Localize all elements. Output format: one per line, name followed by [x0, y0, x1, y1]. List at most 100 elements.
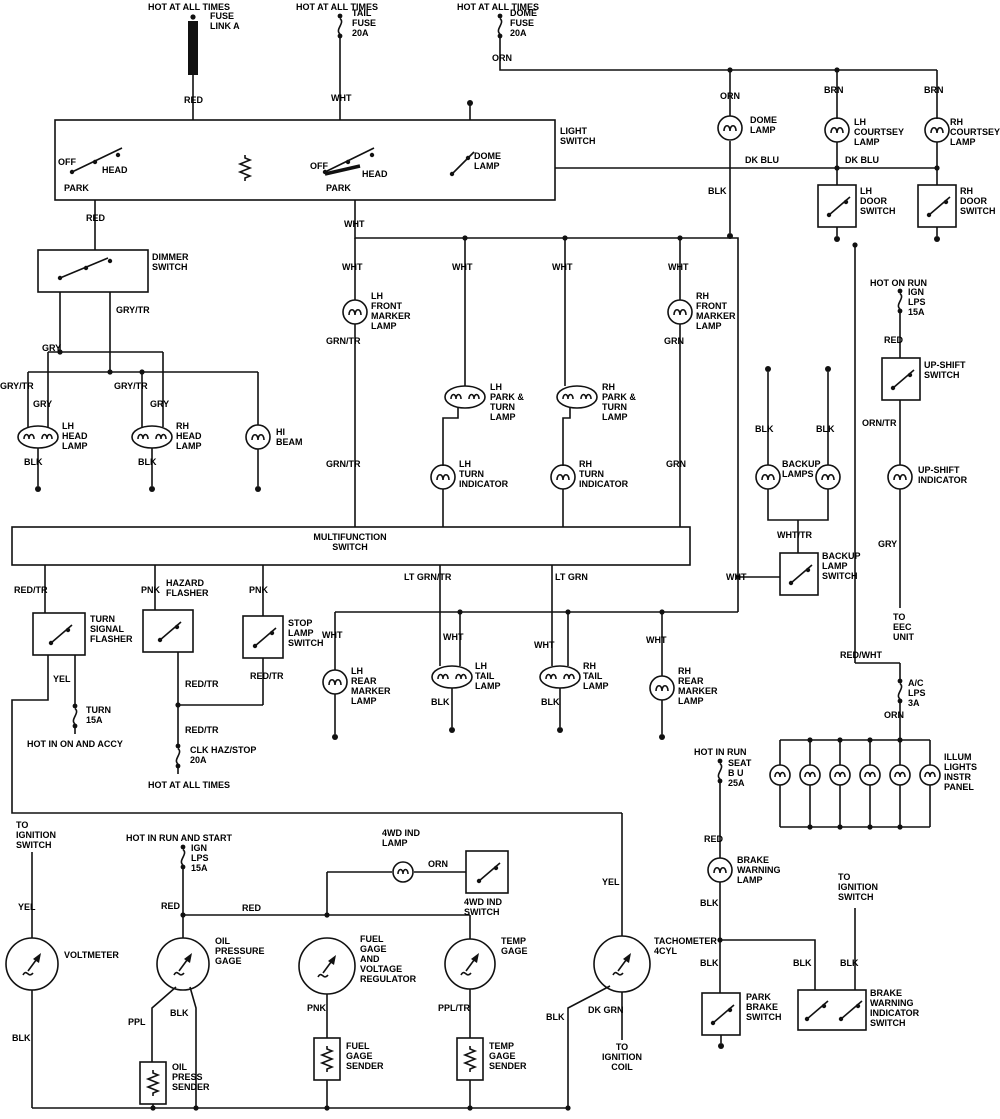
- component-label: LIGHT SWITCH: [560, 126, 596, 147]
- fuse-label: SEAT B U 25A: [728, 758, 752, 789]
- wire-label: LT GRN: [555, 572, 588, 582]
- wire-label: YEL: [602, 877, 620, 887]
- component-label: RH FRONT MARKER LAMP: [696, 291, 736, 332]
- wire-label: LT GRN/TR: [404, 572, 452, 582]
- wire-label: RED/TR: [250, 671, 284, 681]
- front-lamp-circuit: [342, 200, 739, 612]
- component-label: TEMP GAGE: [501, 936, 528, 957]
- upshift-circuit: [881, 287, 921, 608]
- wire-label: BLK: [700, 898, 719, 908]
- wire-label: BLK: [840, 958, 859, 968]
- component-label: TO IGNITION SWITCH: [838, 872, 878, 903]
- component-label: BRAKE WARNING LAMP: [737, 855, 781, 886]
- component-label: RH DOOR SWITCH: [960, 186, 996, 217]
- wire-label: GRY: [878, 539, 898, 549]
- component-label: LH PARK & TURN LAMP: [490, 382, 524, 423]
- wire-label: WHT/TR: [777, 530, 812, 540]
- courtesy-lamps: [555, 117, 950, 185]
- component-label: UP-SHIFT SWITCH: [924, 360, 966, 381]
- light-switch-box: [54, 100, 556, 201]
- wire-label: RED/TR: [14, 585, 48, 595]
- component-label: TACHOMETER 4CYL: [654, 936, 717, 957]
- wire-label: WHT: [331, 93, 352, 103]
- component-label: DOME LAMP: [474, 151, 501, 172]
- component-label: FUEL GAGE SENDER: [346, 1041, 384, 1072]
- wire-label: BLK: [816, 424, 835, 434]
- component-label: STOP LAMP SWITCH: [288, 618, 324, 649]
- wire-label: BLK: [546, 1012, 565, 1022]
- switch-position-label: HEAD: [102, 165, 128, 175]
- component-label: RH COURTSEY LAMP: [950, 117, 1000, 148]
- wire-label: RED: [242, 903, 262, 913]
- switch-position-label: PARK: [326, 183, 351, 193]
- component-label: MULTIFUNCTION SWITCH: [313, 532, 387, 553]
- component-label: TO IGNITION SWITCH: [16, 820, 56, 851]
- wire-label: RED: [884, 335, 904, 345]
- wire-label: YEL: [53, 674, 71, 684]
- tail-fuse-symbol: [336, 12, 344, 120]
- component-label: HI BEAM: [276, 427, 303, 448]
- component-label: TURN SIGNAL FLASHER: [90, 614, 133, 645]
- component-label: BACKUP LAMPS: [782, 459, 821, 480]
- wire-label: WHT: [646, 635, 667, 645]
- component-label: 4WD IND SWITCH: [464, 897, 502, 918]
- wire-label: RED/WHT: [840, 650, 882, 660]
- fuse-link-a-symbol: [188, 14, 198, 120]
- component-label: LH TURN INDICATOR: [459, 459, 509, 490]
- wire-label: DK BLU: [845, 155, 879, 165]
- component-label: TO EEC UNIT: [893, 612, 914, 643]
- gauge-circuit: [5, 843, 651, 1111]
- switch-position-label: OFF: [58, 157, 76, 167]
- component-label: BACKUP LAMP SWITCH: [822, 551, 861, 582]
- component-label: HAZARD FLASHER: [166, 578, 209, 599]
- wire-label: RED: [86, 213, 106, 223]
- flasher-circuit: [11, 565, 623, 936]
- fuse-label: FUSE LINK A: [210, 11, 240, 32]
- wire-label: BRN: [824, 85, 844, 95]
- component-label: VOLTMETER: [64, 950, 119, 960]
- power-label: HOT AT ALL TIMES: [148, 2, 230, 12]
- component-label: OIL PRESSURE GAGE: [215, 936, 265, 967]
- component-label: RH PARK & TURN LAMP: [602, 382, 636, 423]
- wire-label: GRN: [664, 336, 684, 346]
- backup-lamp-circuit: [735, 366, 841, 596]
- wire-label: GRN/TR: [326, 336, 361, 346]
- component-label: TO IGNITION COIL: [602, 1042, 642, 1073]
- multifunction-switch-box: [11, 526, 691, 566]
- wire-label: ORN: [720, 91, 740, 101]
- component-label: LH COURTSEY LAMP: [854, 117, 905, 148]
- power-label: HOT IN ON AND ACCY: [27, 739, 123, 749]
- wire-label: WHT: [534, 640, 555, 650]
- fuse-label: CLK HAZ/STOP 20A: [190, 745, 257, 766]
- component-label: DIMMER SWITCH: [152, 252, 189, 273]
- wire-label: GRY/TR: [116, 305, 150, 315]
- component-label: LH FRONT MARKER LAMP: [371, 291, 411, 332]
- wire-label: BLK: [700, 958, 719, 968]
- power-label: HOT ON RUN: [870, 278, 927, 288]
- dome-fuse-symbol: [496, 12, 938, 119]
- fuse-label: IGN LPS 15A: [191, 843, 209, 874]
- wire-label: GRY: [33, 399, 53, 409]
- wire-label: RED: [704, 834, 724, 844]
- wire-label: PPL: [128, 1017, 146, 1027]
- panel-dimmer-feed: [852, 242, 901, 681]
- component-label: RH HEAD LAMP: [176, 421, 202, 452]
- wire-label: ORN/TR: [862, 418, 897, 428]
- component-label: 4WD IND LAMP: [382, 828, 420, 849]
- rear-lamp-circuit: [322, 565, 738, 740]
- illumination-circuit: [769, 677, 941, 830]
- power-label: HOT IN RUN AND START: [126, 833, 232, 843]
- component-label: TEMP GAGE SENDER: [489, 1041, 527, 1072]
- wire-label: GRN/TR: [326, 459, 361, 469]
- wire-label: WHT: [726, 572, 747, 582]
- switch-position-label: PARK: [64, 183, 89, 193]
- wire-label: YEL: [18, 902, 36, 912]
- component-label: LH TAIL LAMP: [475, 661, 501, 692]
- wire-label: BLK: [24, 457, 43, 467]
- component-label: OIL PRESS SENDER: [172, 1062, 210, 1093]
- component-label: FUEL GAGE AND VOLTAGE REGULATOR: [360, 934, 417, 985]
- component-label: DOME LAMP: [750, 115, 777, 136]
- wire-label: BLK: [170, 1008, 189, 1018]
